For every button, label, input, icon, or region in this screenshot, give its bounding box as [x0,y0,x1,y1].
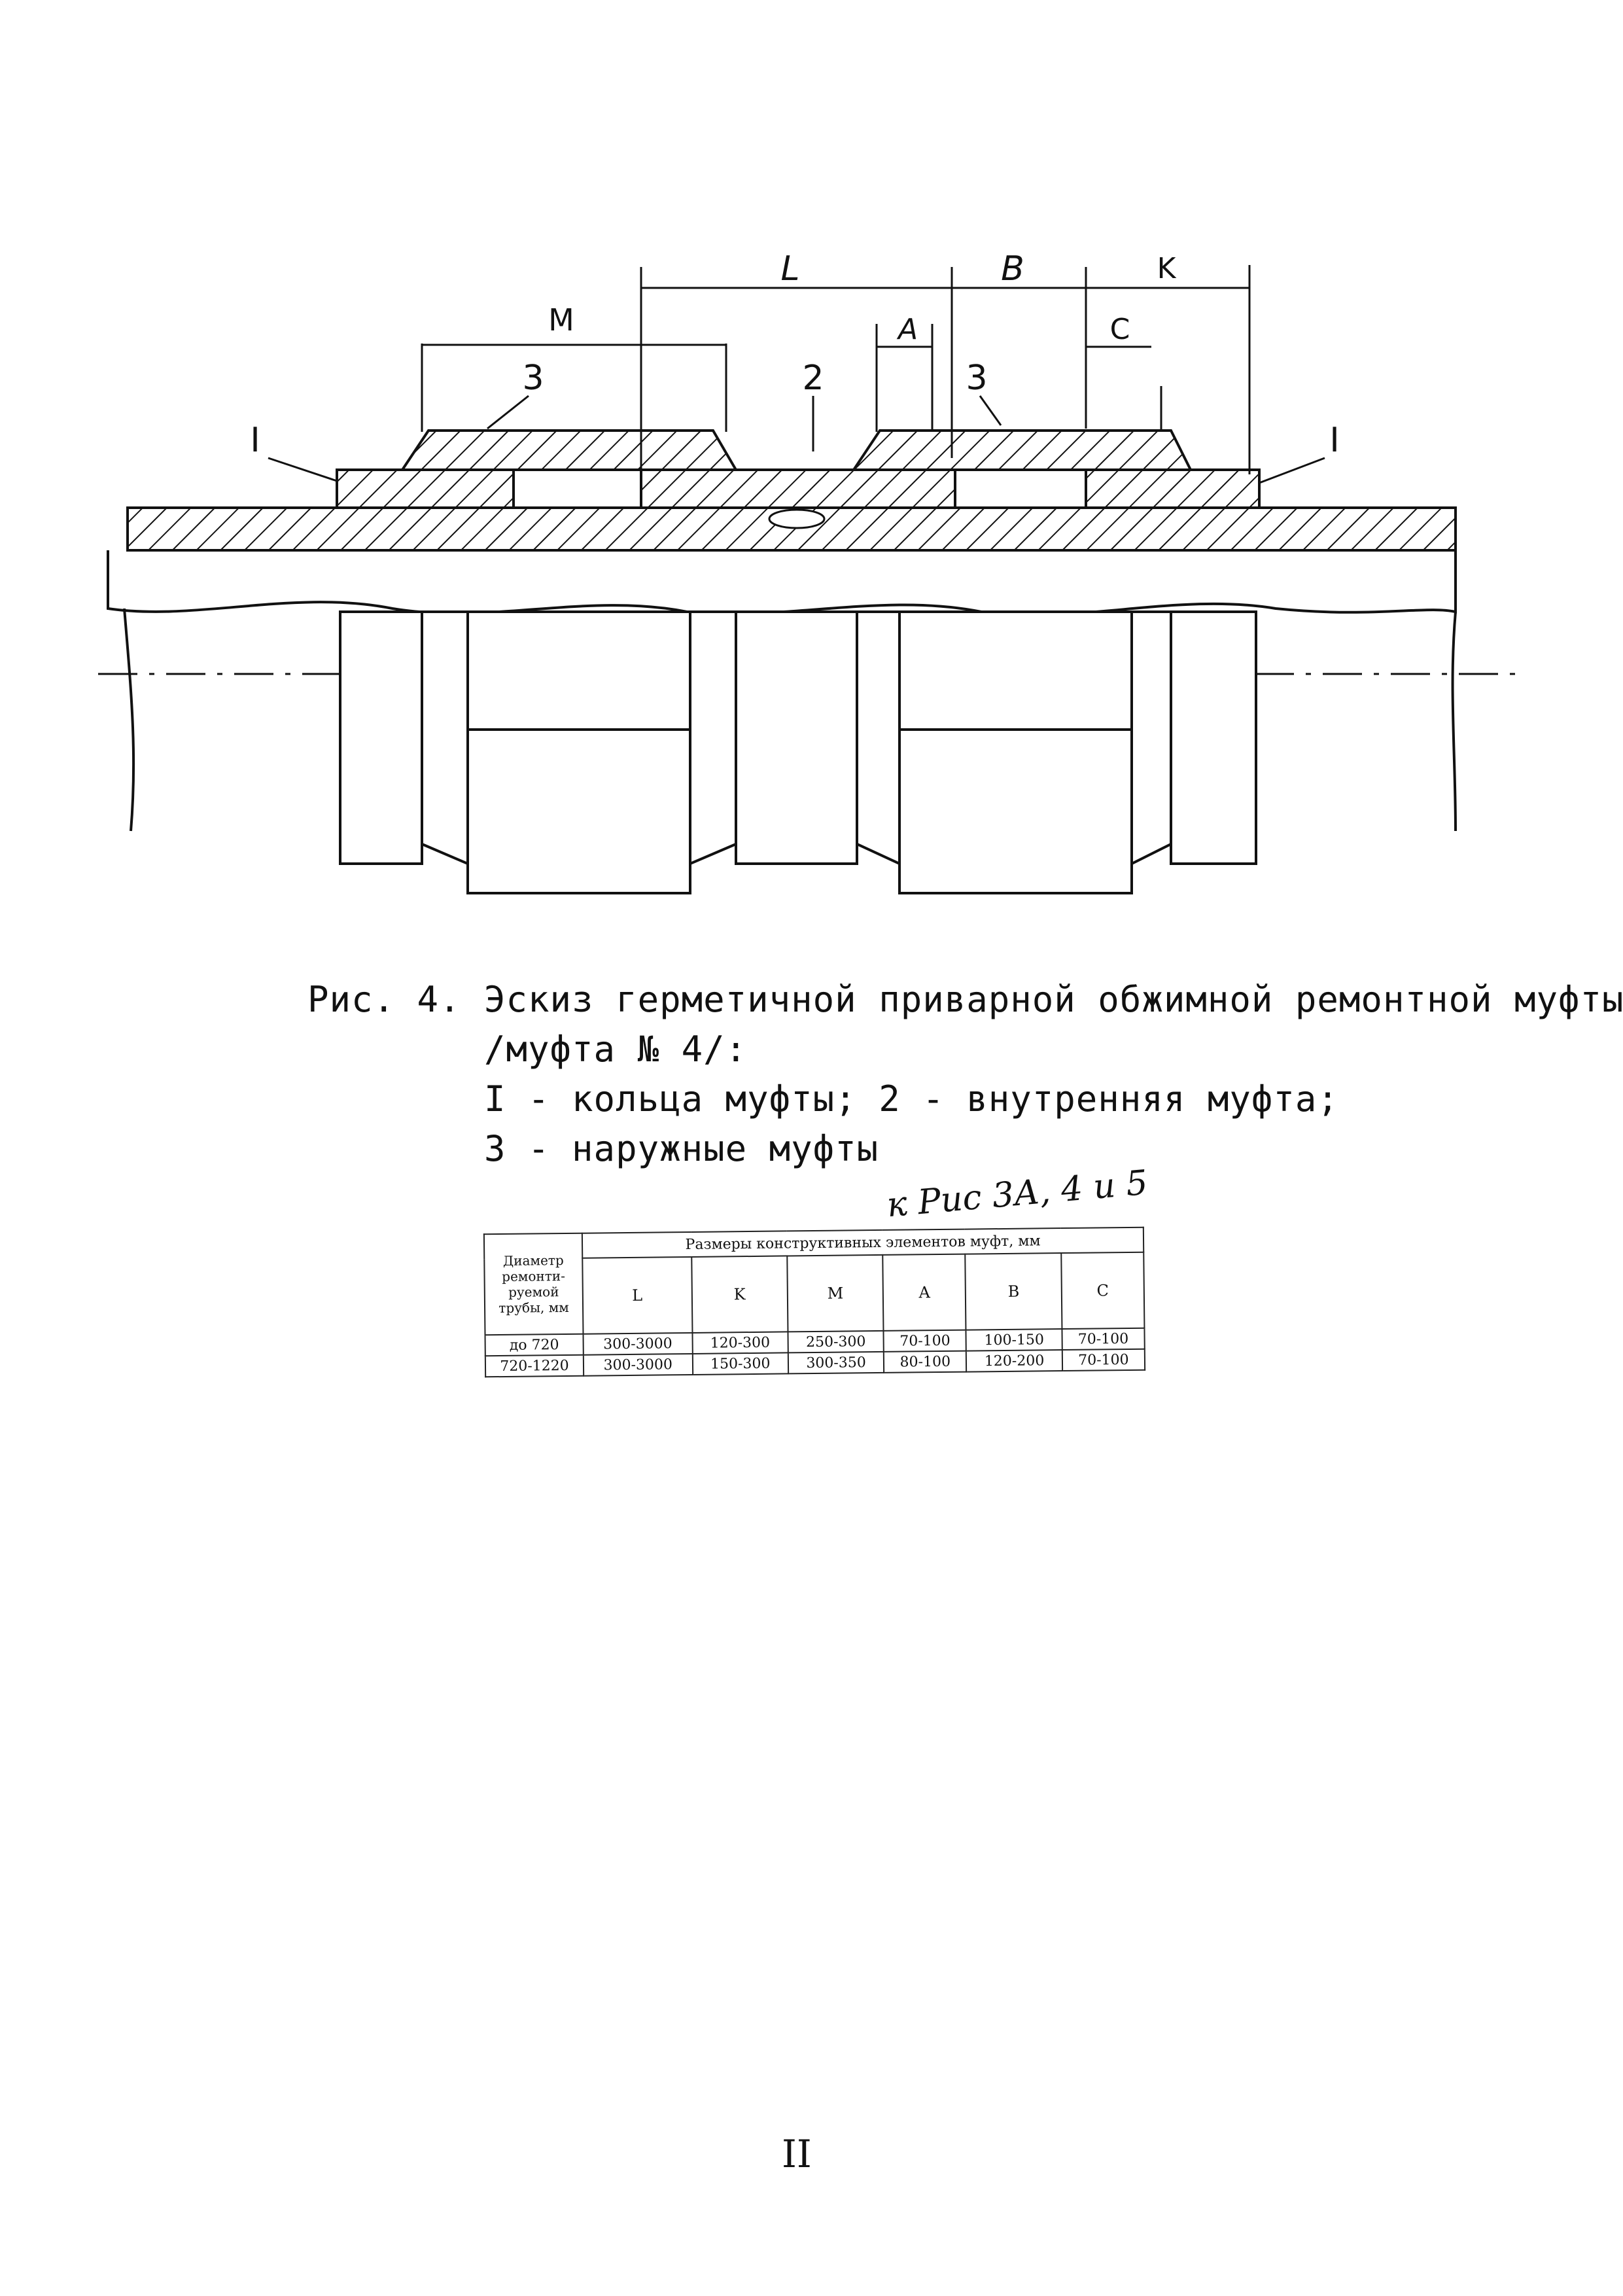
sleeve-side-view [339,610,1257,894]
dim-label-K: K [1157,252,1177,285]
inner-sleeve-gap-left [512,468,642,509]
dimensions-table: Диаметр ремонти-руемой трубы, мм Размеры… [483,1227,1145,1378]
table-cell: 150-300 [692,1352,789,1375]
caption-line-4: 3 - наружные муфты [484,1128,879,1169]
page-number: II [782,2132,812,2176]
dim-label-B: B [1001,249,1024,289]
pipe-defect [768,508,826,529]
table-cell: 300-3000 [583,1353,693,1376]
label-ring-right: I [1329,421,1339,460]
caption-label: Рис. 4. [307,979,461,1020]
caption-line-3: I - кольца муфты; 2 - внутренняя муфта; [484,1078,1339,1120]
handwritten-note: к Рис 3А, 4 и 5 [885,1163,1149,1226]
table-col-header: K [691,1256,788,1333]
table-col-header: M [787,1254,884,1332]
dim-label-C: C [1110,313,1130,346]
table-cell: 100-150 [966,1329,1062,1351]
table-cell: 300-350 [788,1351,884,1374]
table-header-diameter: Диаметр ремонти-руемой трубы, мм [483,1233,584,1335]
label-outer-left: 3 [522,359,544,398]
table-col-header: L [582,1256,693,1334]
table-cell: 120-200 [966,1350,1062,1372]
coupling-sketch: M L B K A C I I 3 2 3 [98,249,1518,894]
leader-lines [268,395,1325,484]
inner-sleeve [640,468,956,509]
table-col-header: A [882,1254,966,1331]
dim-label-A: A [896,313,918,346]
dim-label-L: L [781,249,800,289]
table-col-header: B [965,1253,1062,1330]
inner-sleeve-gap-right [954,468,1087,509]
outer-sleeve-right [851,429,1193,471]
table-cell: 300-3000 [583,1332,693,1355]
caption-line-1: Эскиз герметичной приварной обжимной рем… [484,979,1623,1020]
dim-label-M: M [548,302,574,338]
table-cell: 250-300 [788,1330,884,1353]
ring-left [336,468,515,509]
table-cell-diameter: до 720 [485,1333,584,1356]
table-col-header: C [1061,1252,1145,1330]
table-cell: 70-100 [1062,1349,1145,1371]
label-outer-right: 3 [966,359,987,398]
outer-sleeve-left [400,429,739,471]
table-cell: 70-100 [1062,1328,1145,1351]
label-ring-left: I [250,421,260,460]
table-cell-diameter: 720-1220 [485,1354,584,1377]
table-cell: 80-100 [884,1351,967,1373]
caption-line-2: /муфта № 4/: [484,1029,748,1070]
table-cell: 120-300 [692,1332,788,1354]
table-cell: 70-100 [883,1330,967,1352]
label-inner: 2 [802,359,824,398]
ring-right [1085,468,1261,509]
dimension-lines [421,265,1251,474]
